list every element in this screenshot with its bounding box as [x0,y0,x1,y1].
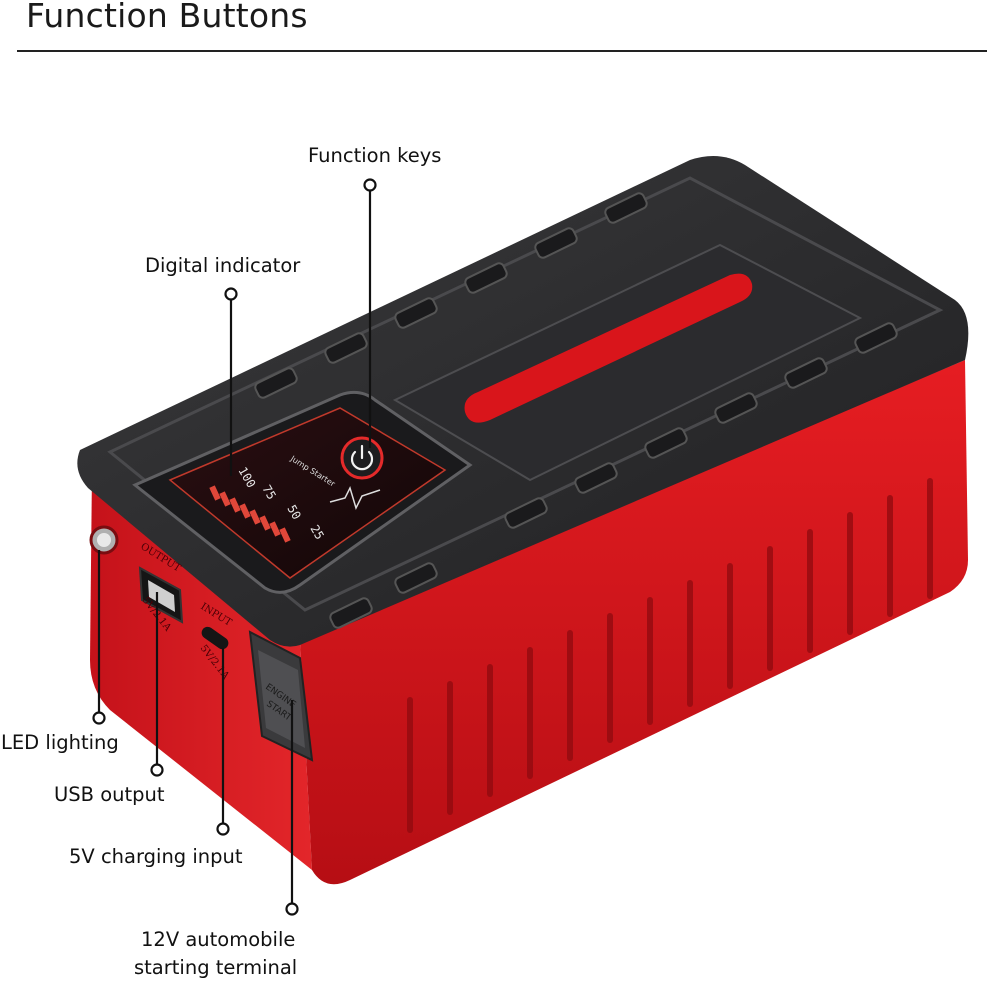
top-grip-bumps [254,192,898,629]
callout-dot [285,902,299,916]
callout-dot [224,287,238,301]
display-number: 50 [284,503,303,523]
callout-terminal-line2: starting terminal [134,956,298,979]
page-title: Function Buttons [26,0,308,35]
callout-dot [216,822,230,836]
power-button[interactable] [340,436,384,480]
center-panel [392,243,863,482]
body-front-face [300,360,968,885]
callout-usb-output: USB output [54,783,165,806]
callout-function-keys: Function keys [308,144,442,167]
callout-dot [92,711,106,725]
callout-terminal-line1: 12V automobile [141,928,296,951]
display-number: 25 [307,523,326,543]
red-handle [464,273,753,423]
callout-dot [150,763,164,777]
callout-dot [363,178,377,192]
power-icon [350,450,374,471]
heartbeat-line [329,485,381,511]
callout-led-lighting: LED lighting [1,731,119,754]
callout-digital-indicator: Digital indicator [145,254,301,277]
title-divider [17,50,987,52]
display-number: 75 [259,483,278,503]
callout-lines [92,178,377,916]
input-port [201,626,229,650]
body-ribs [407,478,933,833]
led-light [89,525,119,555]
level-bars [209,485,291,543]
callout-charging-input: 5V charging input [69,845,243,868]
